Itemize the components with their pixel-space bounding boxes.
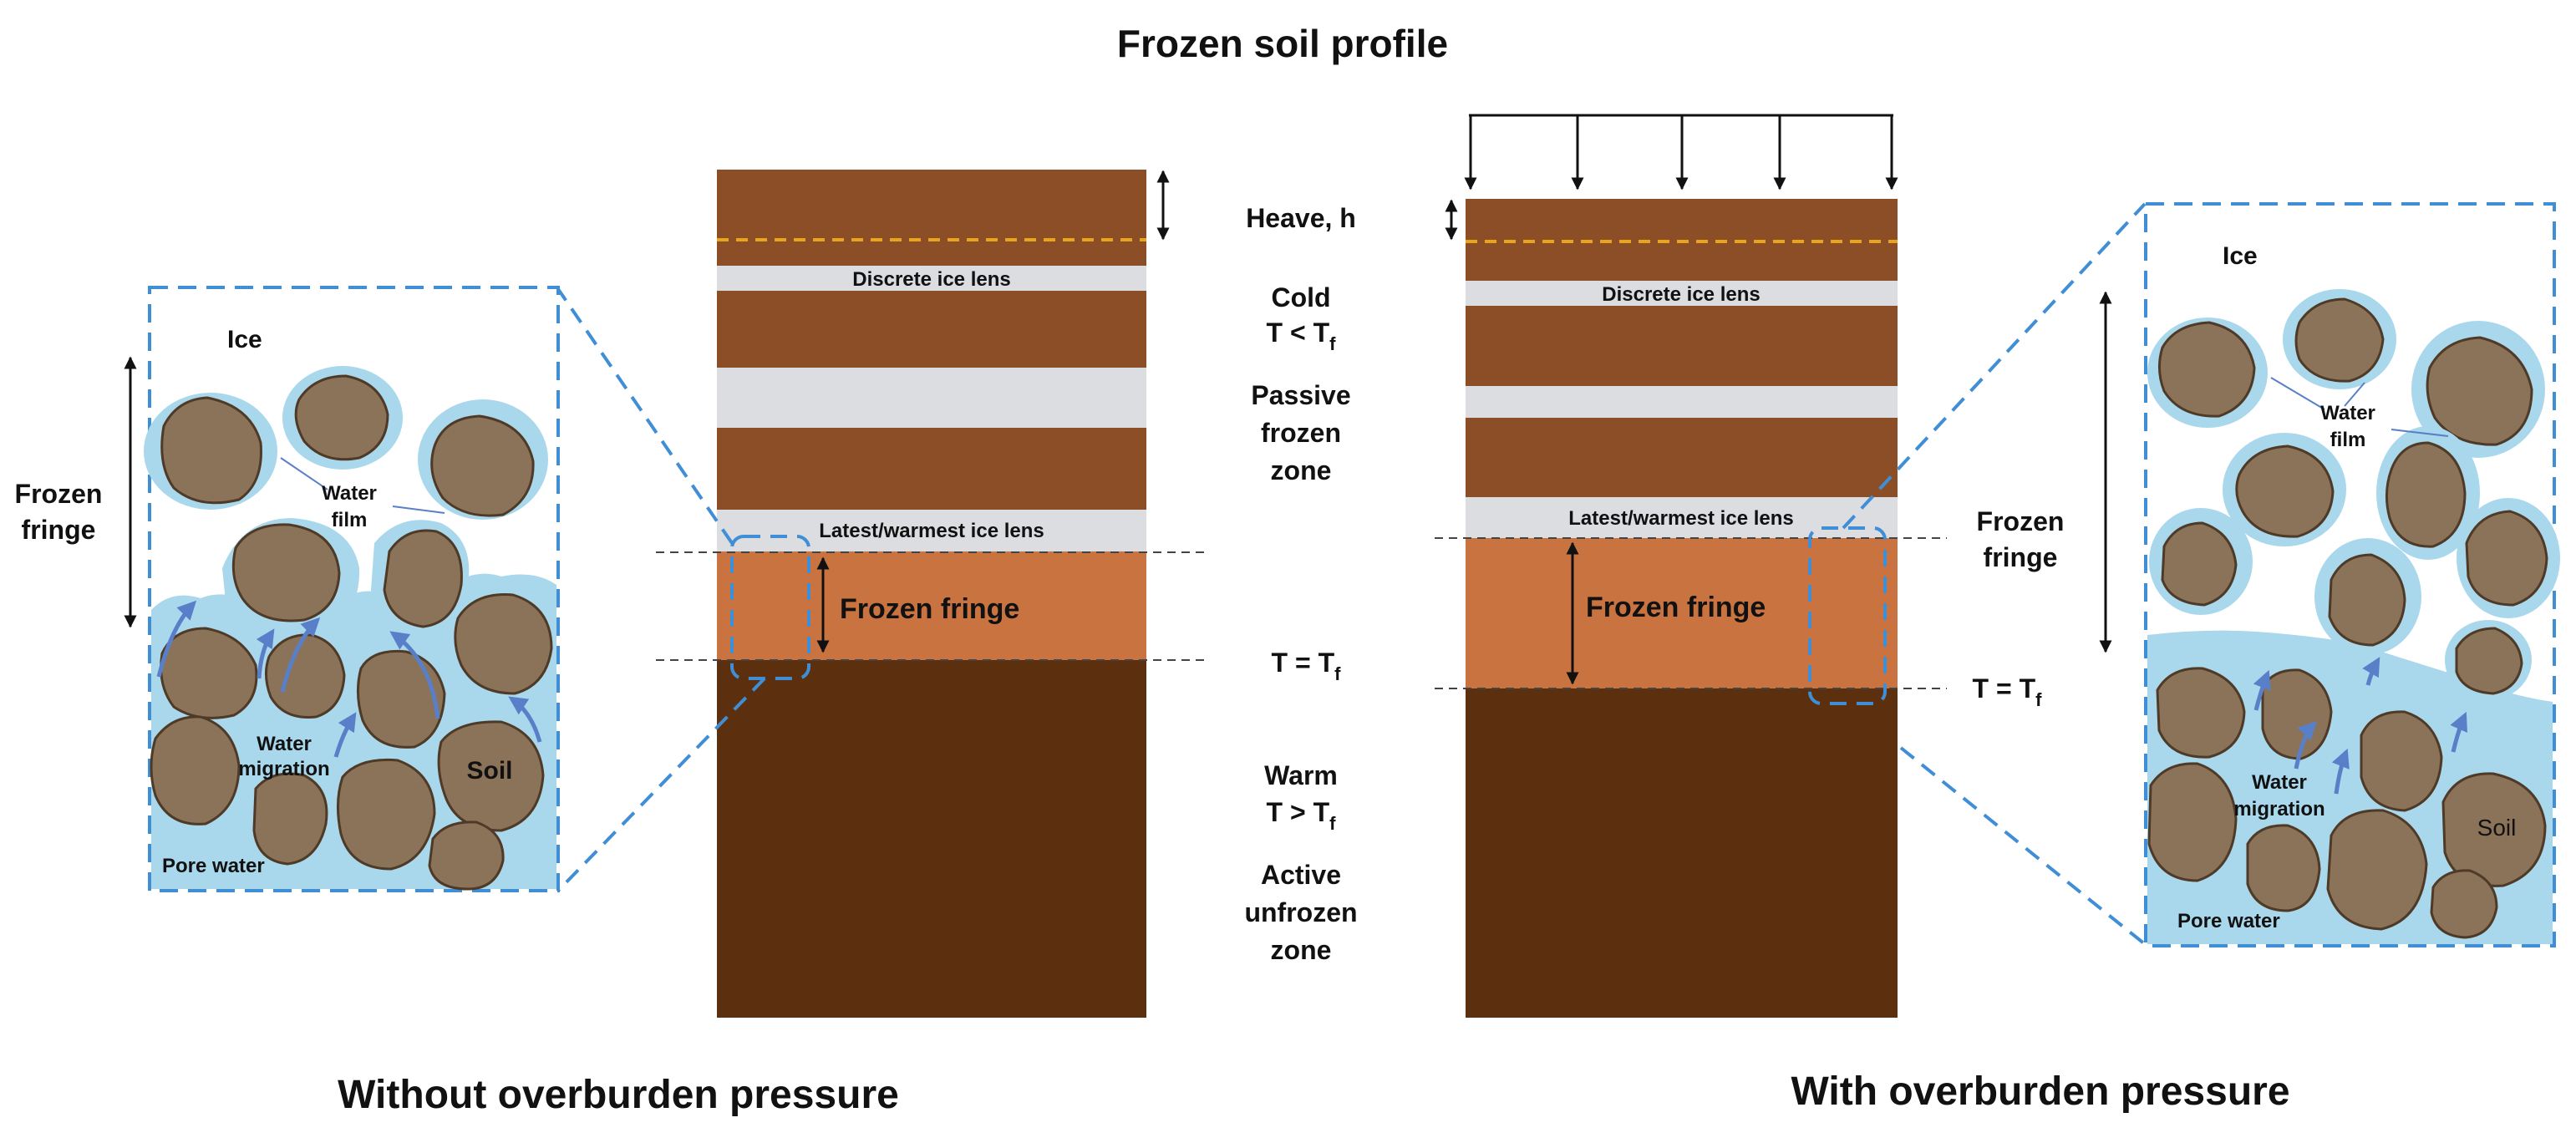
ice-label-right: Ice xyxy=(2223,242,2258,270)
water-film-pointer xyxy=(392,505,445,514)
right-caption: With overburden pressure xyxy=(1791,1069,2289,1114)
unfrozen-label: unfrozen xyxy=(1244,897,1357,927)
water-film-label-right-2: film xyxy=(2330,429,2366,451)
frozen-fringe-label-right: Frozen fringe xyxy=(1586,592,1766,623)
cold-label: Cold xyxy=(1271,282,1330,312)
freezing-temp-label-right: T = Tf xyxy=(1973,673,2043,710)
water-migration-arrows-right xyxy=(2253,657,2467,795)
zone-label: zone xyxy=(1271,455,1332,485)
right-inset: Ice Water film Water migration Soil Pore… xyxy=(2144,202,2560,947)
warm-label: Warm xyxy=(1264,760,1338,790)
water-film-label: Water xyxy=(322,482,377,505)
latest-ice-lens-label-right: Latest/warmest ice lens xyxy=(1568,507,1793,530)
water-film-pointer-right xyxy=(2344,382,2365,407)
discrete-ice-lens xyxy=(717,266,1146,291)
figure-title: Frozen soil profile xyxy=(1117,22,1448,65)
right-soil-column: Discrete ice lens Latest/warmest ice len… xyxy=(1445,199,1898,1018)
water-film-label-2: film xyxy=(332,509,368,531)
frozen-label: frozen xyxy=(1261,418,1341,448)
discrete-ice-lens-right xyxy=(1466,281,1898,306)
left-zoom-box xyxy=(730,535,810,680)
soil-label-right: Soil xyxy=(2477,815,2517,841)
right-zoom-box xyxy=(1808,526,1887,705)
discrete-ice-lens-label: Discrete ice lens xyxy=(852,268,1010,291)
cold-temp-label: T < Tf xyxy=(1267,318,1337,354)
right-zoom-line xyxy=(1842,202,2147,530)
frozen-fringe-label: Frozen fringe xyxy=(840,593,1019,625)
latest-ice-lens-label: Latest/warmest ice lens xyxy=(819,520,1044,542)
warm-temp-label: T > Tf xyxy=(1267,797,1337,834)
water-migration-label-right: Water xyxy=(2252,771,2307,794)
right-zoom-line xyxy=(1899,746,2147,946)
left-caption: Without overburden pressure xyxy=(338,1073,899,1117)
active-label: Active xyxy=(1261,860,1341,890)
left-soil-column: Discrete ice lens Latest/warmest ice len… xyxy=(717,170,1170,1018)
ice-label: Ice xyxy=(227,326,262,353)
frozen-soil-layer xyxy=(717,170,1146,551)
frozen-fringe-side-label-right-2: fringe xyxy=(1984,542,2058,572)
middle-labels: Heave, h Cold T < Tf Passive frozen zone… xyxy=(1244,203,1357,965)
soil-label: Soil xyxy=(466,757,512,785)
pore-water-label-right: Pore water xyxy=(2177,910,2280,932)
heave-label: Heave, h xyxy=(1246,203,1356,233)
freezing-temp-label: T = Tf xyxy=(1272,648,1342,684)
ice-lens-right xyxy=(1466,386,1898,418)
zone-label-2: zone xyxy=(1271,935,1332,965)
water-film-pointer-right xyxy=(2270,377,2325,410)
left-frozen-fringe-label: Frozen xyxy=(15,479,103,509)
water-film-pointer xyxy=(280,457,328,490)
pore-water-label: Pore water xyxy=(162,855,265,877)
frozen-soil-layer-right xyxy=(1466,199,1898,538)
water-film-pointer-right xyxy=(2391,429,2449,437)
discrete-ice-lens-label-right: Discrete ice lens xyxy=(1602,283,1760,306)
latest-ice-lens-right xyxy=(1466,497,1898,538)
frozen-fringe-layer xyxy=(717,551,1146,660)
water-migration-label-2: migration xyxy=(238,758,329,780)
water-migration-label-right-2: migration xyxy=(2233,798,2324,820)
passive-label: Passive xyxy=(1251,380,1350,410)
water-film-label-right: Water xyxy=(2320,402,2375,424)
unfrozen-soil-layer xyxy=(717,660,1146,1018)
water-migration-label: Water xyxy=(257,733,312,755)
left-zoom-line xyxy=(556,677,766,892)
left-zoom-line xyxy=(556,287,734,545)
left-frozen-fringe-label-2: fringe xyxy=(22,515,96,545)
latest-ice-lens xyxy=(717,510,1146,551)
overburden-load xyxy=(1464,114,1898,190)
frozen-fringe-layer-right xyxy=(1466,538,1898,688)
unfrozen-soil-layer-right xyxy=(1466,688,1898,1018)
water-migration-arrows xyxy=(156,600,542,758)
ice-lens xyxy=(717,368,1146,428)
left-inset: Ice Water film Water migration Soil Pore… xyxy=(144,286,560,892)
frozen-fringe-side-label-right: Frozen xyxy=(1977,506,2065,536)
soil-grains xyxy=(144,366,553,891)
